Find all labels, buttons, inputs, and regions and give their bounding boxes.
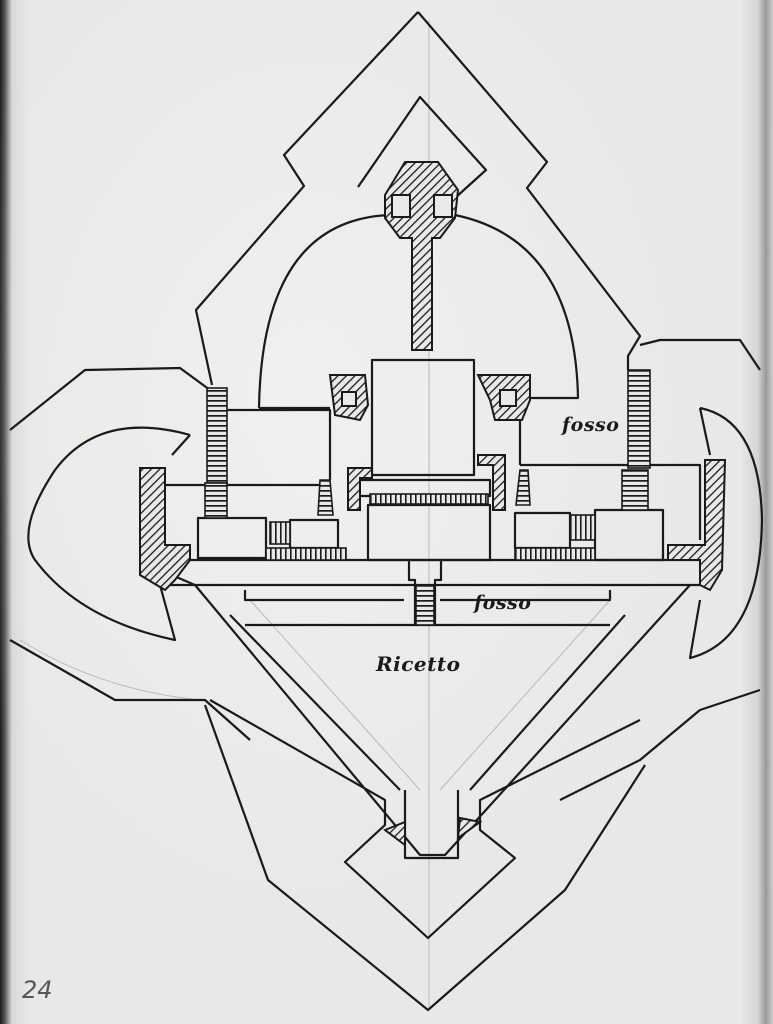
right-inner-room [513, 511, 572, 550]
label-ricetto: Ricetto [376, 652, 461, 676]
right-bastion-bottom [559, 688, 761, 801]
hatched-masonry [139, 161, 727, 847]
arch-left [257, 213, 391, 409]
left-bastion-top [9, 366, 211, 431]
inner-top-diamond [357, 95, 488, 199]
ricetto-outer-triangle [159, 568, 691, 857]
label-fosso-upper: fosso [562, 414, 620, 436]
stairs [204, 369, 651, 626]
left-bastion-bottom [9, 639, 251, 741]
label-fosso-lower: fosso [474, 592, 532, 614]
left-outer-room [196, 516, 268, 560]
bottom-bastion-inner [209, 699, 641, 940]
pencil-construction-lines [19, 20, 700, 1010]
keep-lower-block [366, 503, 492, 562]
south-stair [415, 584, 435, 626]
east-bastion-flank-hatch [667, 459, 727, 592]
left-orillon [27, 426, 191, 642]
top-bastion-left-flank [194, 11, 419, 386]
right-bastion-top [639, 338, 761, 371]
east-stair [627, 369, 651, 469]
right-orillon [688, 406, 764, 660]
top-bastion-right-flank [417, 11, 642, 370]
ink-outlines [9, 11, 764, 1012]
west-stair [206, 387, 228, 484]
central-keep [370, 358, 476, 477]
north-tower-hatch [384, 161, 460, 351]
bottom-bastion-outer [203, 704, 646, 1012]
west-bastion-flank-hatch [139, 467, 191, 592]
left-inner-room [288, 518, 340, 550]
arch-right [454, 213, 580, 400]
right-outer-room [593, 508, 665, 562]
page-number: 24 [22, 976, 53, 1004]
